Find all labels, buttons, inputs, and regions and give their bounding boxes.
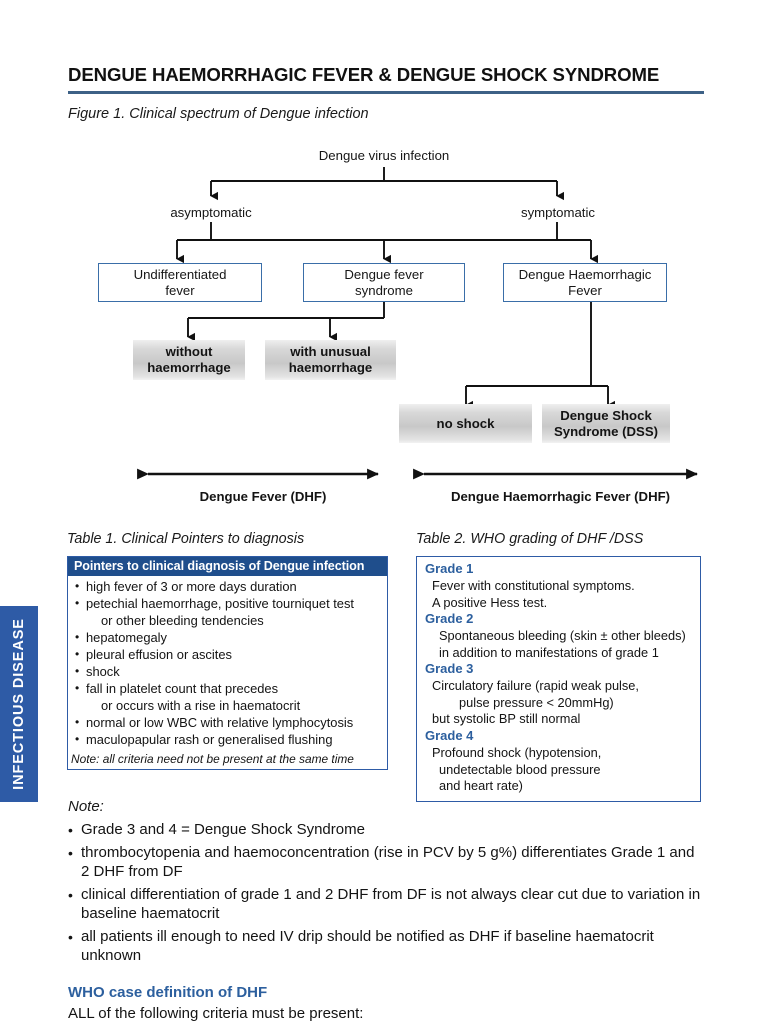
bullet-icon: • — [68, 844, 73, 861]
sidebar-section-tab: INFECTIOUS DISEASE — [0, 606, 38, 802]
note-list-item: • Grade 3 and 4 = Dengue Shock Syndrome — [68, 820, 704, 840]
flow-box-without-haemorrhage: without haemorrhage — [133, 340, 245, 380]
figure-caption: Figure 1. Clinical spectrum of Dengue in… — [68, 106, 369, 122]
flow-box-dengue-haemorrhagic-fever: Dengue Haemorrhagic Fever — [503, 263, 667, 302]
flow-box-dss-line1: Dengue Shock — [560, 407, 652, 423]
table1-pointer-item: • shock — [73, 664, 382, 681]
who-case-definition-heading: WHO case definition of DHF — [68, 984, 268, 1001]
bullet-icon: • — [75, 715, 80, 730]
bullet-icon: • — [68, 928, 73, 945]
table2-grade-description: undetectable blood pressure — [439, 761, 601, 777]
who-case-definition-subtitle: ALL of the following criteria must be pr… — [68, 1005, 364, 1022]
table1-pointer-text: shock — [86, 664, 120, 680]
note-item-text: thrombocytopenia and haemoconcentration … — [81, 843, 695, 881]
flow-box-dengue-shock-syndrome: Dengue Shock Syndrome (DSS) — [542, 404, 670, 443]
note-item-text: Grade 3 and 4 = Dengue Shock Syndrome — [81, 821, 365, 838]
sidebar-section-label: INFECTIOUS DISEASE — [11, 618, 27, 790]
table2-grade-description: Circulatory failure (rapid weak pulse, — [432, 678, 639, 694]
flow-box-undifferentiated-line2: fever — [165, 282, 195, 298]
bullet-icon: • — [68, 886, 73, 903]
bullet-icon: • — [75, 629, 80, 644]
table2-grade-description: A positive Hess test. — [432, 594, 548, 610]
table1-body: • high fever of 3 or more days duration • p… — [68, 576, 387, 751]
flowchart-connectors — [137, 167, 698, 480]
table2-grade-description: Spontaneous bleeding (skin ± other bleed… — [439, 628, 686, 644]
table1-pointer-continuation: or occurs with a rise in haematocrit — [101, 698, 301, 714]
table1-pointer-item: • hepatomegaly — [73, 630, 382, 647]
flow-box-no-shock: no shock — [399, 404, 532, 443]
table1-pointer-text: high fever of 3 or more days duration — [86, 579, 297, 594]
table1-pointer-item: • petechial haemorrhage, positive tourniq… — [73, 596, 382, 613]
bullet-icon: • — [68, 822, 73, 838]
table1-pointer-text: pleural effusion or ascites — [86, 647, 232, 663]
flow-node-symptomatic: symptomatic — [520, 204, 595, 220]
flow-box-undifferentiated-line1: Undifferentiated — [133, 266, 227, 282]
table1-pointer-text: hepatomegaly — [86, 629, 167, 645]
flow-box-with-unusual-haemorrhage: with unusual haemorrhage — [265, 340, 396, 380]
table1-pointer-item: • fall in platelet count that precedes — [73, 681, 382, 698]
table1-pointer-item: • maculopapular rash or generalised flush… — [73, 732, 382, 749]
flow-box-dengue-fever-line1: Dengue fever — [344, 266, 424, 282]
flow-box-dss-line2: Syndrome (DSS) — [553, 423, 659, 439]
bullet-icon: • — [75, 647, 80, 662]
notes-list: • Grade 3 and 4 = Dengue Shock Syndrome • t… — [68, 820, 704, 969]
table1-header-row: Pointers to clinical diagnosis of Dengue… — [68, 557, 387, 576]
table2-caption: Table 2. WHO grading of DHF /DSS — [416, 531, 644, 547]
table2-grade-label: Grade 4 — [425, 728, 474, 744]
table1-pointer-text: maculopapular rash or generalised flushi… — [86, 732, 333, 748]
flow-box-dengue-fever-syndrome: Dengue fever syndrome — [303, 263, 465, 302]
table1-pointer-text: fall in platelet count that precedes — [86, 681, 279, 697]
table2-grade-description: and heart rate) — [439, 778, 523, 794]
table2-grade-description: Profound shock (hypotension, — [432, 744, 602, 760]
table1-pointer-item: • pleural effusion or ascites — [73, 647, 382, 664]
flow-span-label-dengue-fever: Dengue Fever (DHF) — [199, 489, 327, 504]
clinical-spectrum-flowchart: Dengue virus infection asymptomatic symp… — [98, 148, 698, 504]
table1-pointer-text: normal or low WBC with relative lymphocy… — [86, 715, 354, 731]
flow-box-without-line2: haemorrhage — [147, 360, 231, 375]
flow-box-dhf-line1: Dengue Haemorrhagic — [518, 266, 652, 282]
table2-grade-description: pulse pressure < 20mmHg) — [459, 694, 614, 710]
flow-box-dhf-line2: Fever — [568, 282, 602, 298]
bullet-icon: • — [75, 732, 80, 747]
table2-grade-label: Grade 3 — [425, 661, 474, 677]
flow-node-root: Dengue virus infection — [318, 148, 450, 164]
table2-grade-description: Fever with constitutional symptoms. — [432, 577, 635, 593]
flow-span-label-dengue-haemorrhagic-fever: Dengue Haemorrhagic Fever (DHF) — [450, 489, 671, 504]
flow-box-dengue-fever-line2: syndrome — [355, 282, 413, 298]
title-underline-rule — [68, 91, 704, 94]
bullet-icon: • — [75, 681, 80, 696]
note-item-text: all patients ill enough to need IV drip … — [81, 927, 654, 965]
bullet-icon: • — [75, 664, 80, 679]
table1-footnote: Note: all criteria need not be present a… — [71, 752, 354, 767]
note-list-item: • clinical differentiation of grade 1 and… — [68, 885, 704, 924]
table-clinical-pointers: Pointers to clinical diagnosis of Dengue… — [67, 556, 388, 771]
flow-box-undifferentiated-fever: Undifferentiated fever — [98, 263, 262, 302]
note-list-item: • thrombocytopenia and haemoconcentration… — [68, 843, 704, 882]
page-title: DENGUE HAEMORRHAGIC FEVER & DENGUE SHOCK… — [68, 64, 660, 85]
note-list-item: • all patients ill enough to need IV drip… — [68, 927, 704, 966]
table2-grade-label: Grade 1 — [425, 561, 474, 576]
flow-box-with-line2: haemorrhage — [288, 360, 373, 375]
table2-grade-description: but systolic BP still normal — [432, 711, 581, 727]
bullet-icon: • — [75, 596, 80, 611]
table2-grade-description: in addition to manifestations of grade 1 — [439, 644, 659, 660]
note-item-text: clinical differentiation of grade 1 and … — [81, 885, 701, 923]
notes-heading: Note: — [68, 798, 104, 815]
flow-box-with-line1: with unusual — [290, 344, 371, 360]
table1-pointer-continuation: or other bleeding tendencies — [101, 613, 264, 629]
bullet-icon: • — [75, 579, 80, 593]
table2-grade-label: Grade 2 — [425, 611, 474, 627]
flow-box-without-line1: without — [165, 344, 213, 360]
flow-node-asymptomatic: asymptomatic — [170, 204, 252, 220]
table1-pointer-item: • normal or low WBC with relative lymphoc… — [73, 715, 382, 732]
table1-caption: Table 1. Clinical Pointers to diagnosis — [67, 531, 305, 547]
table1-pointer-text: petechial haemorrhage, positive tourniqu… — [86, 596, 355, 612]
table1-pointer-item: • high fever of 3 or more days duration — [73, 579, 382, 596]
